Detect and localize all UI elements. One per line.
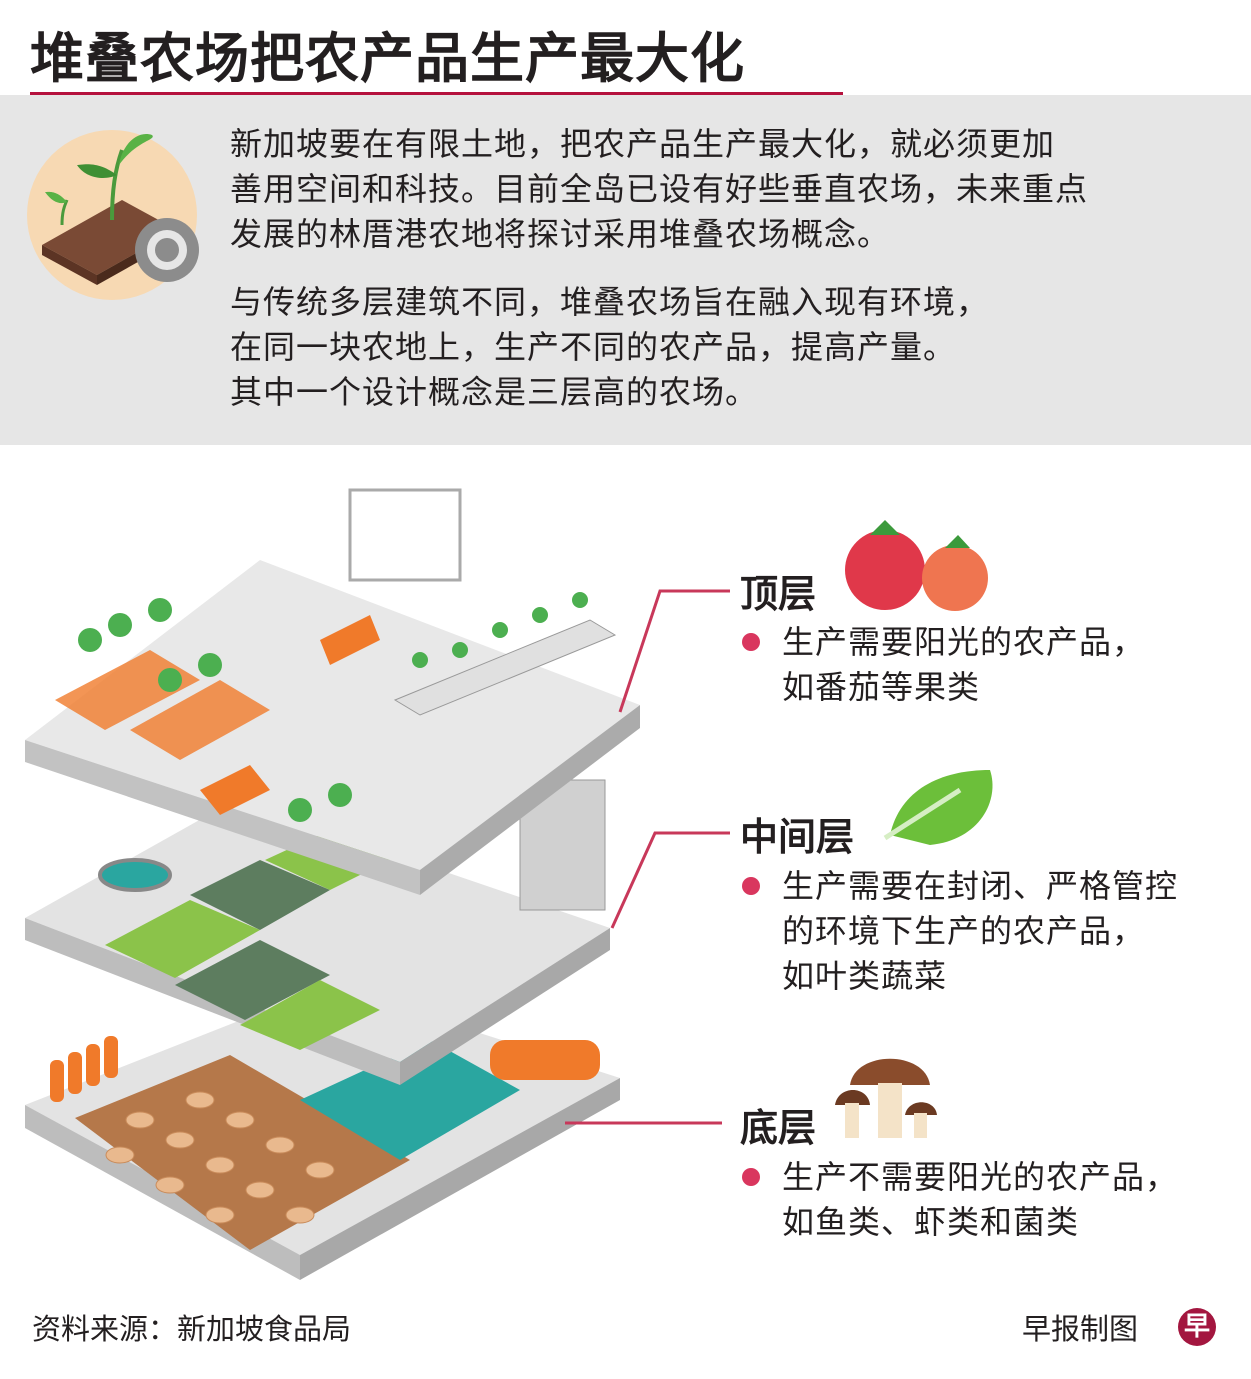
bullet-dot xyxy=(742,633,760,651)
intro-line: 新加坡要在有限土地，把农产品生产最大化，就必须更加 xyxy=(230,125,1056,163)
source-note: 资料来源：新加坡食品局 xyxy=(32,1312,352,1346)
top-floor xyxy=(25,488,640,895)
bullet-dot xyxy=(742,877,760,895)
intro-line: 发展的林厝港农地将探讨采用堆叠农场概念。 xyxy=(230,215,891,253)
desc-line: 生产需要阳光的农产品， xyxy=(782,623,1146,661)
bullet-dot xyxy=(742,1168,760,1186)
tomato-icon xyxy=(845,520,988,611)
layer-title-middle: 中间层 xyxy=(740,815,855,859)
desc-line: 的环境下生产的农产品， xyxy=(782,912,1146,950)
connector-middle xyxy=(610,831,730,929)
sprout-gear-icon xyxy=(27,130,199,300)
stacked-farm-illustration xyxy=(25,488,993,1280)
desc-line: 生产不需要阳光的农产品， xyxy=(782,1158,1179,1196)
credit: 早报制图 xyxy=(1022,1312,1139,1346)
layer-desc-middle: 生产需要在封闭、严格管控 的环境下生产的农产品， 如叶类蔬菜 xyxy=(782,864,1178,999)
intro-line: 在同一块农地上，生产不同的农产品，提高产量。 xyxy=(230,328,957,366)
desc-line: 生产需要在封闭、严格管控 xyxy=(782,867,1179,905)
intro-paragraph-2: 与传统多层建筑不同，堆叠农场旨在融入现有环境， 在同一块农地上，生产不同的农产品… xyxy=(230,280,989,415)
desc-line: 如叶类蔬菜 xyxy=(782,957,948,995)
mushroom-icon xyxy=(835,1058,937,1138)
title-underline xyxy=(30,92,843,95)
layer-desc-top: 生产需要阳光的农产品， 如番茄等果类 xyxy=(782,620,1145,710)
intro-line: 与传统多层建筑不同，堆叠农场旨在融入现有环境， xyxy=(230,283,990,321)
bottom-floor xyxy=(25,985,620,1280)
logo-text: 早 xyxy=(1183,1312,1210,1342)
connector-top xyxy=(618,589,730,713)
zaobao-logo: 早 xyxy=(1178,1308,1216,1346)
layer-title-bottom: 底层 xyxy=(740,1106,817,1150)
desc-line: 如鱼类、虾类和菌类 xyxy=(782,1203,1080,1241)
intro-paragraph-1: 新加坡要在有限土地，把农产品生产最大化，就必须更加 善用空间和科技。目前全岛已设… xyxy=(230,122,1088,257)
layer-desc-bottom: 生产不需要阳光的农产品， 如鱼类、虾类和菌类 xyxy=(782,1155,1178,1245)
intro-line: 其中一个设计概念是三层高的农场。 xyxy=(230,373,759,411)
page-title: 堆叠农场把农产品生产最大化 xyxy=(30,27,745,90)
lettuce-icon xyxy=(883,770,993,845)
intro-line: 善用空间和科技。目前全岛已设有好些垂直农场，未来重点 xyxy=(230,170,1089,208)
desc-line: 如番茄等果类 xyxy=(782,668,981,706)
layer-title-top: 顶层 xyxy=(740,572,817,616)
intro-panel xyxy=(0,95,1251,445)
